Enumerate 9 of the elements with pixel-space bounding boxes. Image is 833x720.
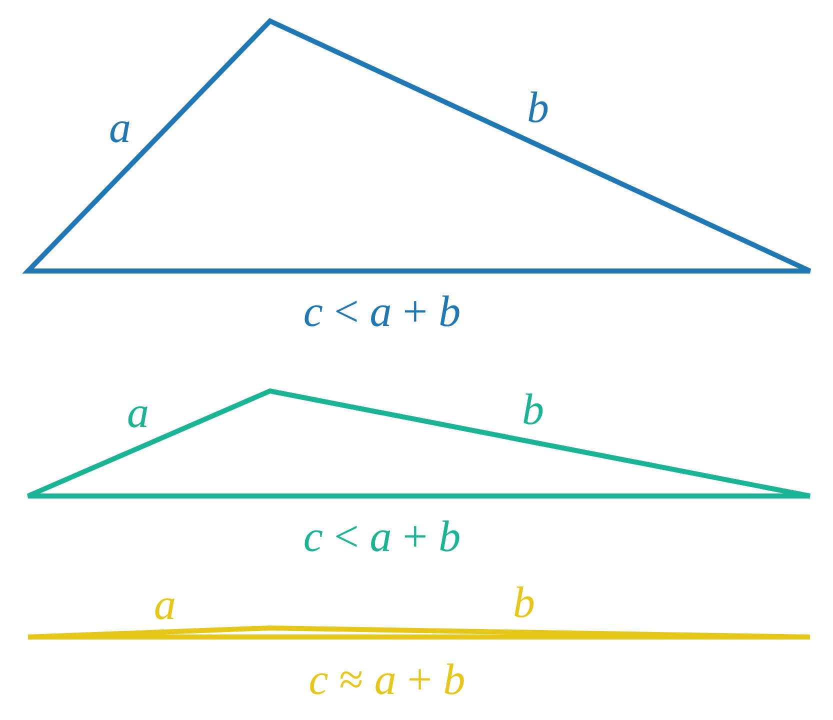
side-label: b [527,86,549,130]
side-label: a [109,106,131,150]
side-label: b [513,581,535,625]
side-label: b [522,388,544,432]
inequality-label: c ≈ a + b [308,658,466,702]
side-label: a [127,391,149,435]
inequality-label: c < a + b [303,515,461,559]
side-label: a [154,583,176,627]
inequality-label: c < a + b [303,290,461,334]
